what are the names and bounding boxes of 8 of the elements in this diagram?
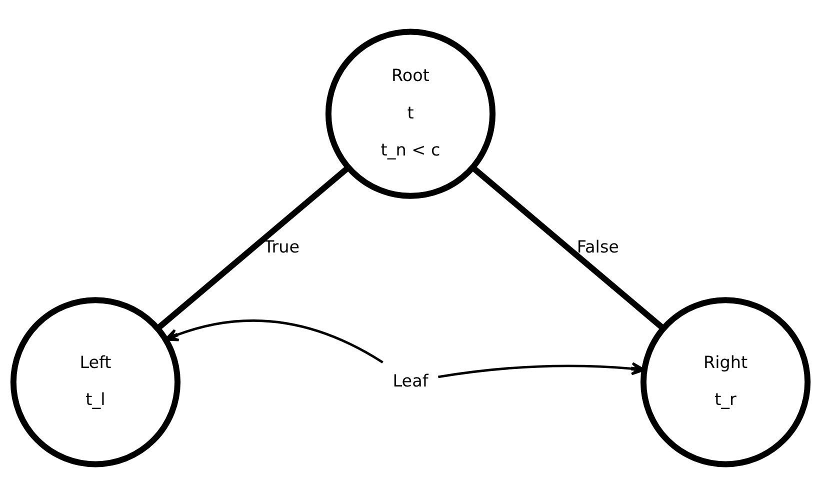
edge-label: False [576,236,619,256]
node-text: Leaf [392,370,428,390]
arrow [164,319,384,363]
edge-label: True [264,236,300,256]
node-circle: Right t_r [640,296,811,467]
connector [470,164,666,330]
node-circle: Root t t_n < c [325,28,496,198]
connector [156,164,350,330]
